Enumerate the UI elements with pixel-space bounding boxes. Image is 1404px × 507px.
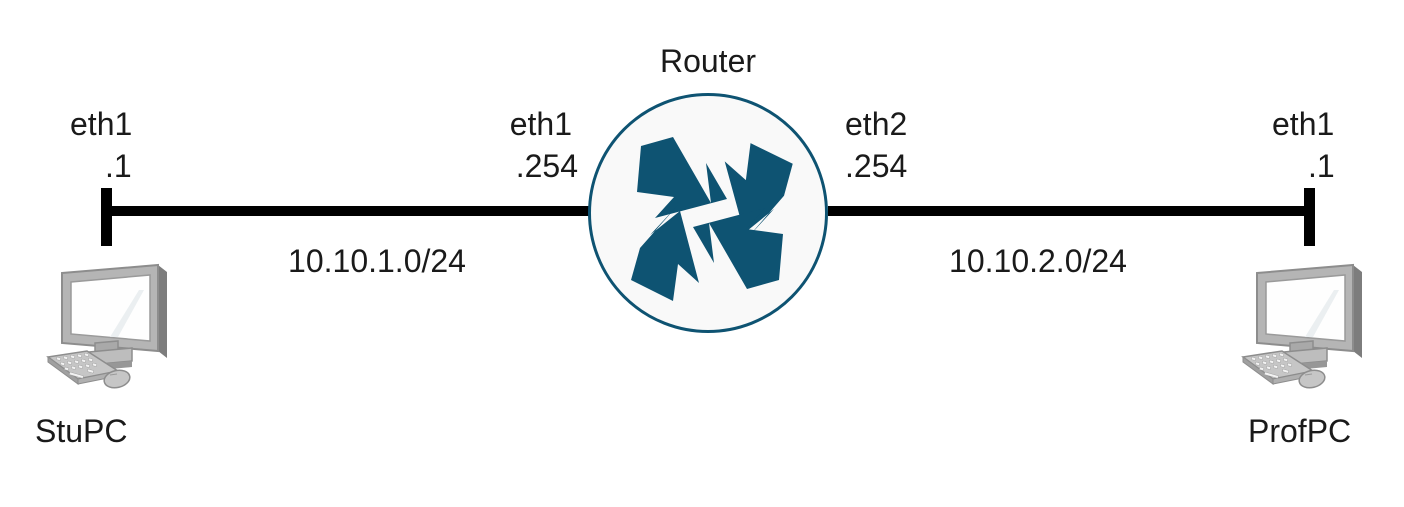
router-icon: [631, 137, 793, 301]
stupc-eth1-interface-label: eth1: [70, 106, 133, 142]
profpc-name-label: ProfPC: [1248, 413, 1352, 449]
stupc-node[interactable]: [40, 245, 180, 395]
left-link-terminator-stupc: [101, 188, 112, 246]
profpc-eth1-interface-label: eth1: [1272, 106, 1335, 142]
router-node[interactable]: [588, 93, 828, 333]
router-label: Router: [659, 43, 757, 79]
right-link-terminator-profpc: [1304, 188, 1315, 246]
router-circle-shape: [588, 93, 828, 333]
right-link-line: [828, 206, 1315, 216]
desktop-computer-icon: [1241, 263, 1362, 389]
right-subnet-label: 10.10.2.0/24: [949, 243, 1127, 279]
left-link-line: [101, 206, 590, 216]
stupc-address-label: .1: [105, 148, 132, 184]
router-eth1-interface-label: eth1: [509, 106, 572, 142]
router-eth1-address-label: .254: [515, 148, 578, 184]
desktop-computer-icon: [46, 263, 167, 389]
profpc-node[interactable]: [1235, 245, 1375, 395]
router-eth2-address-label: .254: [845, 148, 908, 184]
profpc-address-label: .1: [1308, 148, 1335, 184]
left-subnet-label: 10.10.1.0/24: [288, 243, 466, 279]
router-eth2-interface-label: eth2: [845, 106, 908, 142]
stupc-name-label: StuPC: [35, 413, 128, 449]
